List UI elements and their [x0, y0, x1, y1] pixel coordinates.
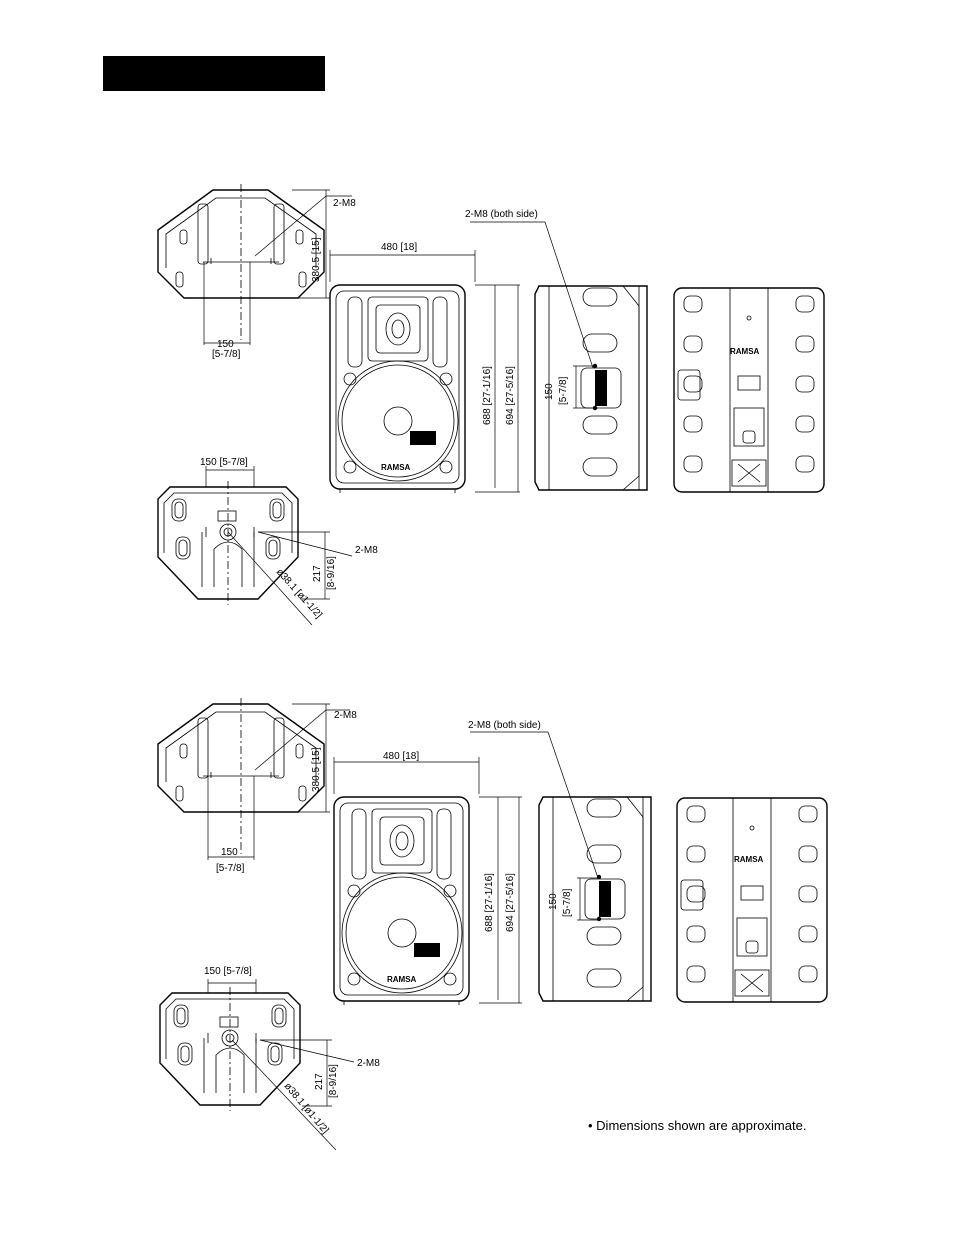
b-side-150-in-label: [5-7/8] — [562, 888, 573, 917]
b-front-logo: RAMSA — [387, 975, 417, 984]
b-side-150-label: 150 — [548, 893, 559, 910]
b-width-480-label: 480 [18] — [383, 751, 419, 762]
b-height-694-label: 694 [27-5/16] — [505, 873, 516, 932]
a-side-150-in-label: [5-7/8] — [558, 376, 569, 405]
b-top-m8-label: 2-M8 — [334, 710, 357, 721]
a-top-150-in-label: [5-7/8] — [212, 349, 241, 360]
a-side-150-label: 150 — [544, 383, 555, 400]
a-side-m8-label: 2-M8 (both side) — [465, 209, 538, 220]
b-bottom-150-label: 150 [5-7/8] — [204, 966, 252, 977]
a-top-m8-label: 2-M8 — [333, 198, 356, 209]
a-bottom-m8-label: 2-M8 — [355, 545, 378, 556]
a-front-logo: RAMSA — [381, 463, 411, 472]
a-height-380-label: 380.5 [15] — [311, 237, 322, 282]
a-height-217-in-label: [8-9/16] — [326, 556, 337, 590]
a-bottom-150-label: 150 [5-7/8] — [200, 457, 248, 468]
b-height-380-label: 380.5 [15] — [311, 747, 322, 792]
b-top-150-label: 150 — [221, 847, 238, 858]
a-height-694-label: 694 [27-5/16] — [505, 366, 516, 425]
b-top-150-in-label: [5-7/8] — [216, 863, 245, 874]
b-back-logo: RAMSA — [734, 855, 764, 864]
section-header-bar — [103, 56, 325, 91]
b-side-m8-label: 2-M8 (both side) — [468, 720, 541, 731]
a-top-150-label: 150 — [217, 339, 234, 350]
b-height-217-label: 217 — [314, 1073, 325, 1090]
b-height-217-in-label: [8-9/16] — [328, 1064, 339, 1098]
diagram-b: 2-M8 380.5 [15] 150 [5-7/8] 480 [18] 688… — [157, 697, 828, 1151]
b-height-688-label: 688 [27-1/16] — [484, 873, 495, 932]
footnote: • Dimensions shown are approximate. — [588, 1118, 807, 1133]
diagram-a: 2-M8 380.5 [15] 150 [5-7/8] 480 [18] 688… — [157, 183, 825, 626]
b-bottom-m8-label: 2-M8 — [357, 1058, 380, 1069]
a-height-688-label: 688 [27-1/16] — [482, 366, 493, 425]
a-width-480-label: 480 [18] — [381, 242, 417, 253]
a-height-217-label: 217 — [312, 565, 323, 582]
a-back-logo: RAMSA — [730, 347, 760, 356]
